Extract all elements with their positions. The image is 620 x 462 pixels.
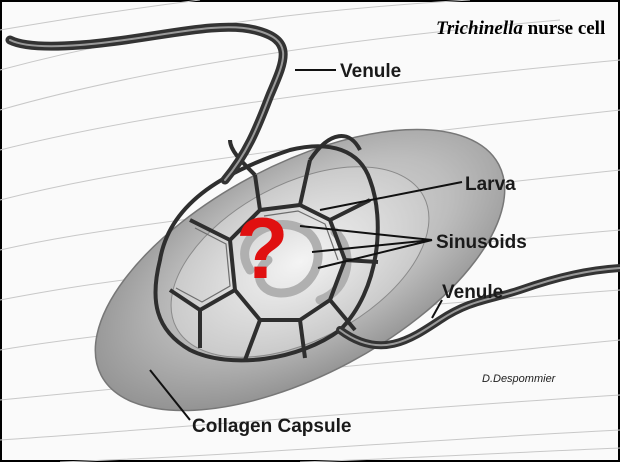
label-larva: Larva [465,174,516,195]
label-venule-top: Venule [340,61,401,82]
label-collagen-capsule: Collagen Capsule [192,416,351,437]
figure-title: Trichinella nurse cell [436,18,605,39]
label-venule-right: Venule [442,282,503,303]
label-sinusoids: Sinusoids [436,232,527,253]
question-mark-overlay: ? [236,201,289,297]
title-genus: Trichinella [436,18,523,39]
artist-credit: D.Despommier [482,373,557,385]
title-rest: nurse cell [523,18,605,39]
